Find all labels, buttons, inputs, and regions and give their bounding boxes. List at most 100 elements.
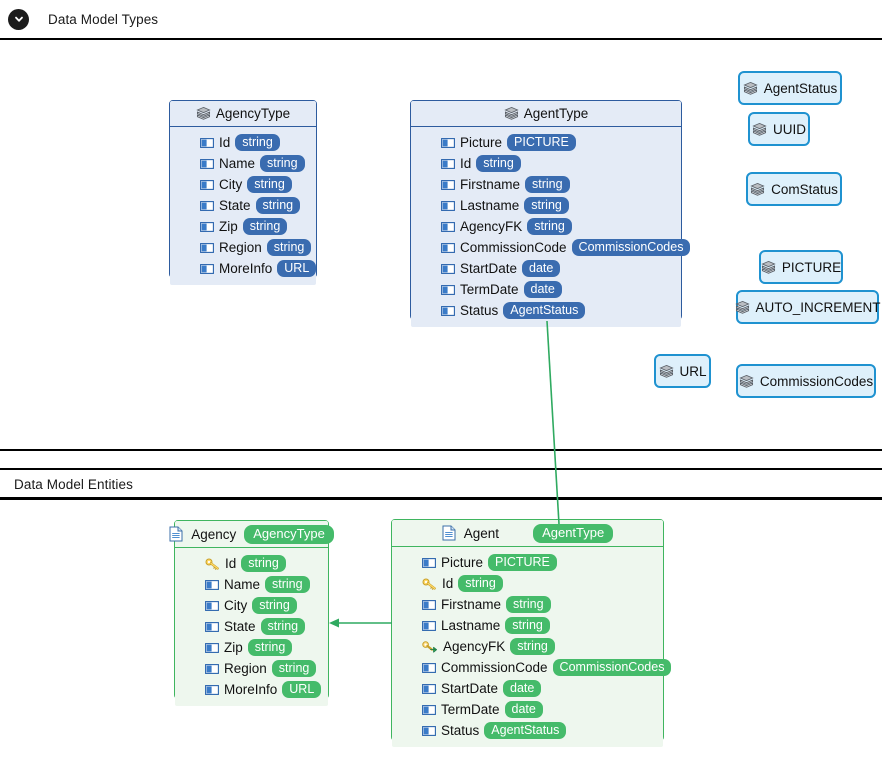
field-row[interactable]: State string xyxy=(175,616,328,637)
field-name: Status xyxy=(460,303,499,318)
field-type-chip: string xyxy=(265,576,310,593)
type-node-name: AgencyType xyxy=(215,106,291,121)
field-row[interactable]: State string xyxy=(170,195,316,216)
attribute-icon xyxy=(200,221,214,232)
field-row[interactable]: TermDate date xyxy=(392,699,663,720)
field-row[interactable]: City string xyxy=(170,174,316,195)
field-type-chip: AgentStatus xyxy=(484,722,567,739)
field-type-chip: string xyxy=(260,618,306,635)
field-name: State xyxy=(219,198,251,213)
simple-type-label: ComStatus xyxy=(771,181,838,197)
simple-type-label: URL xyxy=(679,363,707,379)
field-type-chip: string xyxy=(525,176,570,193)
entity-type-chip: AgentType xyxy=(533,523,614,543)
field-row[interactable]: CommissionCode CommissionCodes xyxy=(411,237,691,258)
field-row[interactable]: Picture PICTURE xyxy=(392,552,663,573)
type-stack-icon xyxy=(761,260,776,275)
divider-top xyxy=(0,38,882,41)
field-name: Zip xyxy=(224,640,243,655)
field-type-chip: AgentStatus xyxy=(503,302,586,319)
field-type-chip: string xyxy=(510,638,555,655)
section-header-types[interactable]: Data Model Types xyxy=(8,8,882,30)
field-row[interactable]: Id string xyxy=(392,573,663,594)
field-name: Id xyxy=(442,576,454,591)
field-row[interactable]: Status AgentStatus xyxy=(392,720,663,741)
type-node-header: AgentType xyxy=(411,101,681,127)
simple-type-commissioncodes[interactable]: CommissionCodes xyxy=(736,364,876,398)
attribute-icon xyxy=(200,137,214,148)
field-row[interactable]: Status AgentStatus xyxy=(411,300,681,321)
field-type-chip: date xyxy=(504,701,543,718)
divider-types-bottom xyxy=(0,449,882,452)
field-name: Lastname xyxy=(441,618,501,633)
field-name: City xyxy=(224,598,248,613)
field-name: Lastname xyxy=(460,198,520,213)
field-row[interactable]: City string xyxy=(175,595,328,616)
field-row[interactable]: TermDate date xyxy=(411,279,681,300)
simple-type-uuid[interactable]: UUID xyxy=(748,112,810,146)
entity-node-fields: Picture PICTURE Id string xyxy=(392,547,672,747)
field-row[interactable]: MoreInfo URL xyxy=(175,679,328,700)
entity-node-fields: Id string Name string City string State … xyxy=(175,548,328,706)
field-type-chip: URL xyxy=(277,260,317,277)
type-node-header: AgencyType xyxy=(170,101,316,127)
entity-node-header: Agent AgentType xyxy=(392,520,663,547)
type-node-agencytype[interactable]: AgencyType Id string Name string xyxy=(169,100,317,285)
chevron-down-circle-icon[interactable] xyxy=(8,8,29,30)
type-stack-icon xyxy=(504,106,519,121)
field-row[interactable]: Picture PICTURE xyxy=(411,132,681,153)
field-name: Region xyxy=(219,240,262,255)
field-row[interactable]: AgencyFK string xyxy=(411,216,681,237)
field-row[interactable]: Zip string xyxy=(170,216,316,237)
field-row[interactable]: Id string xyxy=(170,132,316,153)
entity-node-agent[interactable]: Agent AgentType Picture PICTURE xyxy=(391,519,672,747)
field-row[interactable]: Zip string xyxy=(175,637,328,658)
field-row[interactable]: Region string xyxy=(175,658,328,679)
simple-type-agentstatus[interactable]: AgentStatus xyxy=(738,71,842,105)
field-name: Firstname xyxy=(441,597,502,612)
attribute-icon xyxy=(441,263,455,274)
simple-type-url[interactable]: URL xyxy=(654,354,711,388)
field-row[interactable]: MoreInfo URL xyxy=(170,258,317,279)
field-row[interactable]: StartDate date xyxy=(411,258,681,279)
simple-type-label: UUID xyxy=(773,121,806,137)
field-type-chip: string xyxy=(505,617,550,634)
field-row[interactable]: Id string xyxy=(411,153,681,174)
field-row[interactable]: Lastname string xyxy=(392,615,663,636)
entity-node-agency[interactable]: Agency AgencyType Id string xyxy=(169,520,334,706)
field-name: City xyxy=(219,177,243,192)
simple-type-auto-increment[interactable]: AUTO_INCREMENT xyxy=(734,290,881,324)
field-row[interactable]: Name string xyxy=(175,574,328,595)
field-row[interactable]: Id string xyxy=(175,553,328,574)
field-name: Name xyxy=(219,156,256,171)
section-title-entities: Data Model Entities xyxy=(14,476,133,492)
type-node-agenttype[interactable]: AgentType Picture PICTURE Id string Firs… xyxy=(410,100,691,327)
attribute-icon xyxy=(422,683,436,694)
field-type-chip: date xyxy=(522,260,561,277)
field-row[interactable]: Firstname string xyxy=(392,594,663,615)
field-type-chip: string xyxy=(266,239,312,256)
section-header-entities[interactable]: Data Model Entities xyxy=(14,474,882,494)
simple-type-picture[interactable]: PICTURE xyxy=(759,250,843,284)
field-type-chip: date xyxy=(523,281,562,298)
attribute-icon xyxy=(205,684,219,695)
field-row[interactable]: Name string xyxy=(170,153,316,174)
field-row[interactable]: StartDate date xyxy=(392,678,663,699)
type-stack-icon xyxy=(739,374,754,389)
field-row[interactable]: Lastname string xyxy=(411,195,681,216)
field-type-chip: string xyxy=(476,155,521,172)
field-row[interactable]: CommissionCode CommissionCodes xyxy=(392,657,672,678)
field-row[interactable]: AgencyFK string xyxy=(392,636,663,657)
field-name: Id xyxy=(219,135,231,150)
attribute-icon xyxy=(441,305,455,316)
primary-key-icon xyxy=(205,558,220,570)
foreign-key-icon xyxy=(422,640,438,653)
type-stack-icon xyxy=(743,81,758,96)
field-name: CommissionCode xyxy=(460,240,567,255)
field-row[interactable]: Region string xyxy=(170,237,316,258)
field-name: StartDate xyxy=(441,681,499,696)
simple-type-comstatus[interactable]: ComStatus xyxy=(746,172,842,206)
field-name: AgencyFK xyxy=(443,639,506,654)
field-row[interactable]: Firstname string xyxy=(411,174,681,195)
